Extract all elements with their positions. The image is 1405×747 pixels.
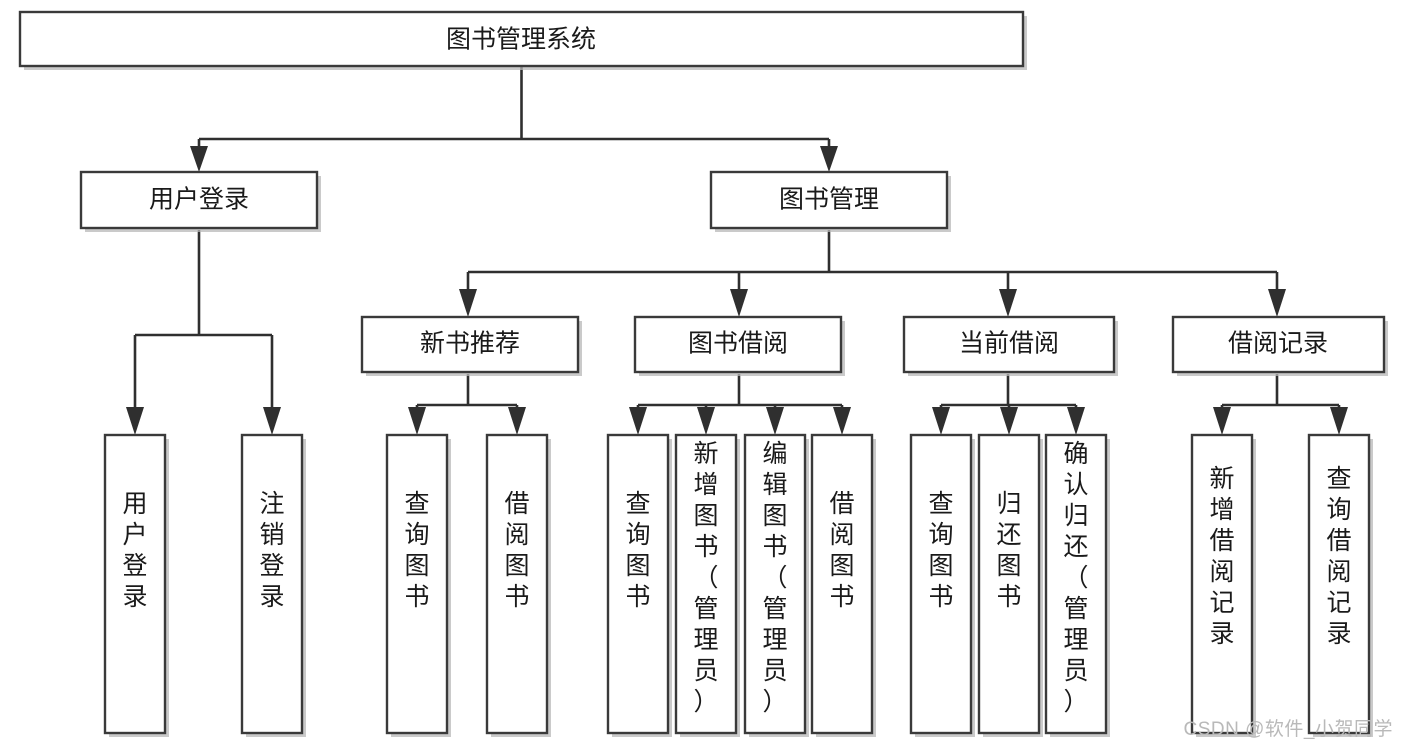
node-leaf-user-login[interactable]: 用户登录: [103, 433, 169, 737]
node-leaf-query-book-1[interactable]: 查询图书: [385, 433, 451, 737]
node-leaf-confirm-return[interactable]: 确认归还（管理员）: [1044, 433, 1110, 737]
arrow-head-leaf-borrow-book-2: [833, 407, 851, 435]
arrow-head-leaf-edit-book: [766, 407, 784, 435]
connector-layer: [126, 66, 1348, 435]
node-current-borrow[interactable]: 当前借阅: [902, 315, 1118, 376]
node-new-book-recommend[interactable]: 新书推荐: [360, 315, 582, 376]
node-root[interactable]: 图书管理系统: [18, 10, 1027, 70]
arrow-head-borrow-record: [1268, 289, 1286, 317]
node-leaf-add-record[interactable]: 新增借阅记录: [1190, 433, 1256, 737]
node-leaf-add-record-label: 新增借阅记录: [1209, 465, 1234, 648]
arrow-head-current-borrow: [999, 289, 1017, 317]
node-leaf-edit-book[interactable]: 编辑图书（管理员）: [743, 433, 809, 737]
node-leaf-borrow-book-1[interactable]: 借阅图书: [485, 433, 551, 737]
arrow-head-leaf-return-book: [1000, 407, 1018, 435]
node-leaf-confirm-return-label: 确认归还（管理员）: [1063, 440, 1088, 716]
arrow-head-leaf-user-login: [126, 407, 144, 435]
node-user-login-label: 用户登录: [149, 186, 249, 214]
arrow-head-leaf-query-book-2: [629, 407, 647, 435]
node-leaf-user-logout-label: 注销登录: [259, 490, 284, 611]
arrow-head-leaf-user-logout: [263, 407, 281, 435]
node-current-borrow-label: 当前借阅: [959, 330, 1059, 358]
node-new-book-recommend-label: 新书推荐: [420, 330, 520, 358]
arrow-head-new-book-recommend: [459, 289, 477, 317]
arrow-head-leaf-add-book: [697, 407, 715, 435]
node-book-manage-label: 图书管理: [779, 186, 879, 214]
node-leaf-return-book[interactable]: 归还图书: [977, 433, 1043, 737]
node-leaf-borrow-book-1-label: 借阅图书: [504, 490, 529, 611]
node-borrow-record[interactable]: 借阅记录: [1171, 315, 1388, 376]
node-leaf-borrow-book-2[interactable]: 借阅图书: [810, 433, 876, 737]
node-leaf-query-book-1-label: 查询图书: [404, 490, 429, 611]
node-book-borrow-label: 图书借阅: [688, 330, 788, 358]
arrow-head-leaf-borrow-book-1: [508, 407, 526, 435]
arrow-head-leaf-query-book-3: [932, 407, 950, 435]
watermark-csdn: CSDN @软件_小贺同学: [1183, 719, 1393, 740]
arrow-head-leaf-add-record: [1213, 407, 1231, 435]
node-leaf-query-record[interactable]: 查询借阅记录: [1307, 433, 1373, 737]
node-leaf-edit-book-label: 编辑图书（管理员）: [762, 440, 787, 716]
node-leaf-query-book-3-label: 查询图书: [928, 490, 953, 611]
node-leaf-query-book-3[interactable]: 查询图书: [909, 433, 975, 737]
node-leaf-return-book-label: 归还图书: [996, 490, 1021, 611]
node-leaf-user-logout[interactable]: 注销登录: [240, 433, 306, 737]
node-leaf-user-login-label: 用户登录: [122, 490, 147, 611]
arrow-head-book-manage: [820, 146, 838, 172]
arrow-head-leaf-query-book-1: [408, 407, 426, 435]
arrow-head-leaf-confirm-return: [1067, 407, 1085, 435]
node-book-manage[interactable]: 图书管理: [709, 170, 951, 232]
node-leaf-add-book[interactable]: 新增图书（管理员）: [674, 433, 740, 737]
arrow-head-book-borrow: [730, 289, 748, 317]
node-user-login[interactable]: 用户登录: [79, 170, 321, 232]
node-borrow-record-label: 借阅记录: [1228, 330, 1328, 358]
node-root-label: 图书管理系统: [446, 26, 596, 54]
arrow-head-user-login: [190, 146, 208, 172]
node-leaf-query-book-2[interactable]: 查询图书: [606, 433, 672, 737]
node-leaf-query-record-label: 查询借阅记录: [1326, 465, 1351, 648]
node-leaf-borrow-book-2-label: 借阅图书: [829, 490, 854, 611]
arrow-head-leaf-query-record: [1330, 407, 1348, 435]
node-book-borrow[interactable]: 图书借阅: [633, 315, 845, 376]
node-leaf-query-book-2-label: 查询图书: [625, 490, 650, 611]
node-leaf-add-book-label: 新增图书（管理员）: [693, 440, 718, 716]
